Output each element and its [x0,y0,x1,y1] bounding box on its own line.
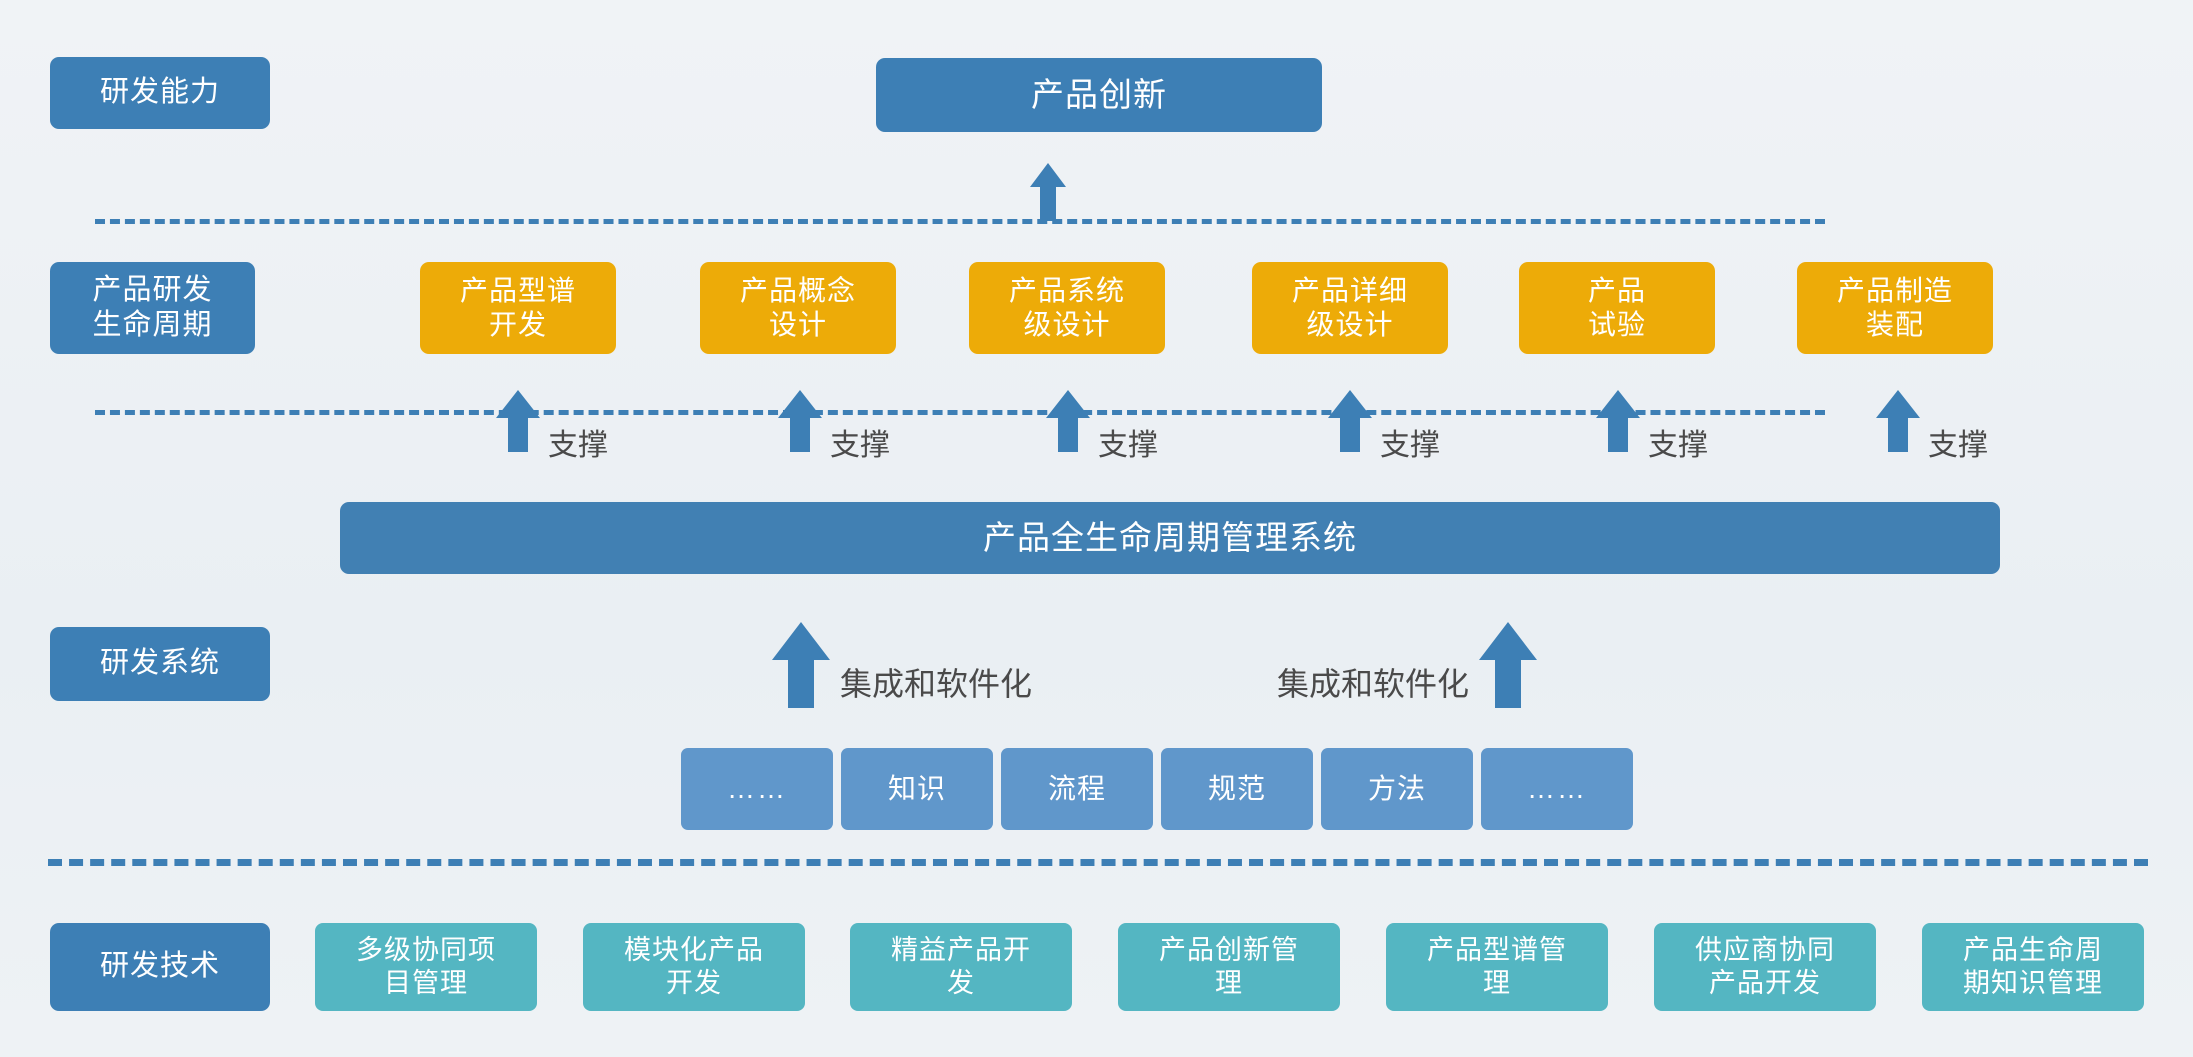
support-arrow-label-4: 支撑 [1380,429,1440,462]
technology-box-5[interactable]: 产品型谱管 理 [1386,923,1608,1011]
support-arrow-label-5: 支撑 [1648,429,1708,462]
arrow-shaft [788,658,814,708]
technology-box-6[interactable]: 供应商协同 产品开发 [1654,923,1876,1011]
arrow-shaft [1608,416,1628,452]
asset-box-knowledge[interactable]: 知识 [841,748,993,830]
plm-system-bar[interactable]: 产品全生命周期管理系统 [340,502,2000,574]
support-arrow-3 [1046,390,1090,452]
support-arrow-label-1: 支撑 [548,429,608,462]
arrow-head-icon [1328,390,1372,418]
arrow-shaft [1040,185,1056,221]
category-label-rd-capability[interactable]: 研发能力 [50,57,270,129]
lifecycle-stage-box-5[interactable]: 产品 试验 [1519,262,1715,354]
arrow-shaft [1058,416,1078,452]
arrow-shaft [790,416,810,452]
arrow-shaft [1495,658,1521,708]
category-label-rd-technology[interactable]: 研发技术 [50,923,270,1011]
integration-arrow-left [772,622,830,708]
asset-box-standard[interactable]: 规范 [1161,748,1313,830]
asset-box-6[interactable]: …… [1481,748,1633,830]
integration-arrow-right [1479,622,1537,708]
support-arrow-6 [1876,390,1920,452]
lifecycle-stage-box-1[interactable]: 产品型谱 开发 [420,262,616,354]
arrow-head-icon [772,622,830,660]
support-arrow-5 [1596,390,1640,452]
lifecycle-stage-box-6[interactable]: 产品制造 装配 [1797,262,1993,354]
arrow-shaft [1888,416,1908,452]
support-arrow-2 [778,390,822,452]
arrow-head-icon [496,390,540,418]
technology-box-2[interactable]: 模块化产品 开发 [583,923,805,1011]
arrow-up-to-product-innovation [1030,163,1066,221]
product-innovation-box[interactable]: 产品创新 [876,58,1322,132]
lifecycle-stage-box-2[interactable]: 产品概念 设计 [700,262,896,354]
support-arrow-label-3: 支撑 [1098,429,1158,462]
support-arrow-label-2: 支撑 [830,429,890,462]
lifecycle-stage-box-3[interactable]: 产品系统 级设计 [969,262,1165,354]
arrow-head-icon [1030,163,1066,187]
arrow-head-icon [778,390,822,418]
asset-box-method[interactable]: 方法 [1321,748,1473,830]
category-label-rd-system[interactable]: 研发系统 [50,627,270,701]
asset-box-process[interactable]: 流程 [1001,748,1153,830]
dashed-separator-bottom [48,859,2148,866]
arrow-head-icon [1046,390,1090,418]
arrow-shaft [1340,416,1360,452]
support-arrow-label-6: 支撑 [1928,429,1988,462]
integration-arrow-label-right: 集成和软件化 [1277,666,1470,702]
support-arrow-4 [1328,390,1372,452]
support-arrow-1 [496,390,540,452]
technology-box-3[interactable]: 精益产品开 发 [850,923,1072,1011]
technology-box-1[interactable]: 多级协同项 目管理 [315,923,537,1011]
asset-box-1[interactable]: …… [681,748,833,830]
arrow-head-icon [1479,622,1537,660]
lifecycle-stage-box-4[interactable]: 产品详细 级设计 [1252,262,1448,354]
arrow-head-icon [1596,390,1640,418]
category-label-product-rd-lifecycle[interactable]: 产品研发 生命周期 [50,262,255,354]
technology-box-4[interactable]: 产品创新管 理 [1118,923,1340,1011]
technology-box-7[interactable]: 产品生命周 期知识管理 [1922,923,2144,1011]
integration-arrow-label-left: 集成和软件化 [840,666,1033,702]
arrow-head-icon [1876,390,1920,418]
arrow-shaft [508,416,528,452]
dashed-separator-top [95,219,1825,224]
dashed-separator-middle [95,410,1825,415]
